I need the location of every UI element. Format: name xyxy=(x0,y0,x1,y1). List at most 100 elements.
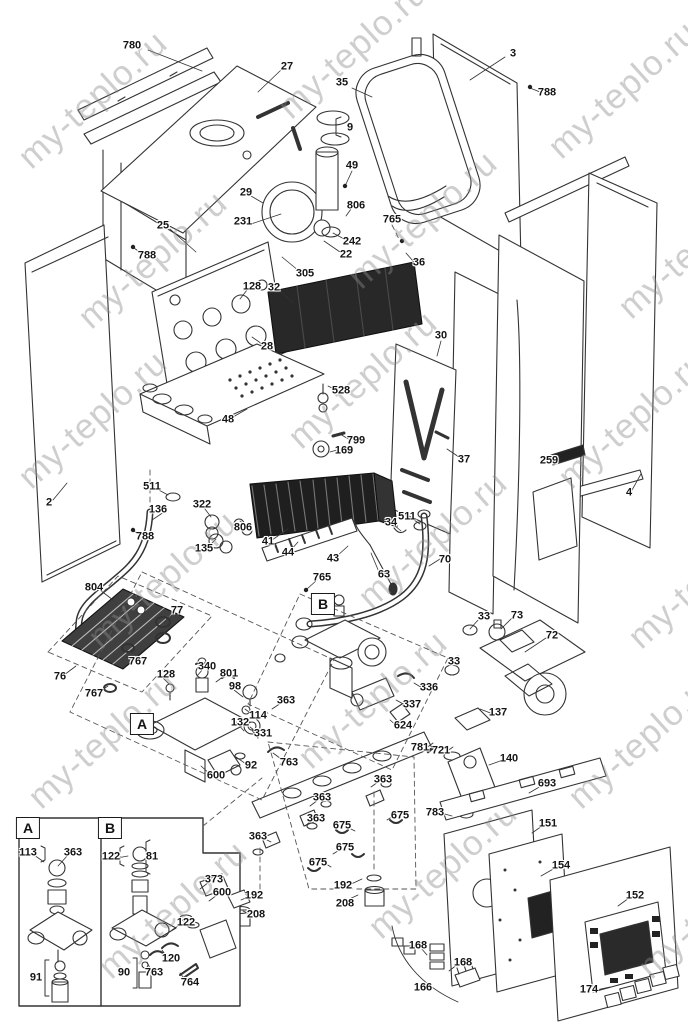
part-callout-763: 763 xyxy=(144,966,164,979)
part-callout-48: 48 xyxy=(221,413,235,426)
insulation-block xyxy=(267,261,423,355)
part-callout-804: 804 xyxy=(84,581,104,594)
part-callout-336: 336 xyxy=(419,681,439,694)
leader-lines xyxy=(33,49,642,991)
expansion-vessel xyxy=(355,37,481,225)
part-callout-363: 363 xyxy=(306,812,326,825)
air-duct-panel xyxy=(389,343,457,535)
part-callout-259: 259 xyxy=(539,454,559,467)
part-callout-166: 166 xyxy=(413,981,433,994)
part-callout-693: 693 xyxy=(537,777,557,790)
part-callout-81: 81 xyxy=(145,850,159,863)
part-callout-132: 132 xyxy=(230,716,250,729)
main-heat-exchanger xyxy=(249,472,398,562)
plate-heat-exchanger xyxy=(61,588,185,693)
part-callout-511: 511 xyxy=(398,510,416,523)
part-callout-70: 70 xyxy=(438,553,452,566)
part-callout-33: 33 xyxy=(477,610,491,623)
hydro-group-a xyxy=(135,657,285,783)
part-callout-788: 788 xyxy=(537,86,557,99)
part-callout-77: 77 xyxy=(170,604,184,617)
part-callout-151: 151 xyxy=(538,817,558,830)
part-callout-783: 783 xyxy=(425,806,445,819)
part-callout-767: 767 xyxy=(128,655,148,668)
part-callout-168: 168 xyxy=(408,939,428,952)
bracket-marks xyxy=(40,116,342,997)
part-callout-98: 98 xyxy=(228,680,242,693)
front-door-panel xyxy=(448,234,586,624)
part-callout-122: 122 xyxy=(176,916,196,929)
part-callout-113: 113 xyxy=(19,846,37,859)
pump xyxy=(444,619,586,716)
part-callout-30: 30 xyxy=(434,329,448,342)
part-callout-120: 120 xyxy=(161,952,181,965)
part-callout-363: 363 xyxy=(373,773,393,786)
terminal-blocks xyxy=(391,925,481,1003)
part-callout-174: 174 xyxy=(579,983,599,996)
part-callout-72: 72 xyxy=(545,629,559,642)
part-callout-91: 91 xyxy=(29,971,43,984)
left-side-panel xyxy=(24,224,121,583)
part-callout-373: 373 xyxy=(204,873,224,886)
part-callout-9: 9 xyxy=(346,121,354,134)
part-callout-322: 322 xyxy=(192,498,212,511)
part-callout-511: 511 xyxy=(143,480,161,493)
mounting-rail xyxy=(77,47,222,145)
part-callout-675: 675 xyxy=(390,809,410,822)
part-callout-152: 152 xyxy=(625,889,645,902)
part-callout-363: 363 xyxy=(248,830,268,843)
part-callout-764: 764 xyxy=(180,976,200,989)
part-callout-600: 600 xyxy=(206,769,226,782)
part-callout-781: 781 xyxy=(410,741,430,754)
part-callout-675: 675 xyxy=(332,819,352,832)
part-callout-192: 192 xyxy=(244,889,264,902)
part-callout-36: 36 xyxy=(412,256,426,269)
part-callout-137: 137 xyxy=(488,706,508,719)
part-callout-136: 136 xyxy=(148,503,168,516)
part-callout-76: 76 xyxy=(53,670,67,683)
part-callout-154: 154 xyxy=(551,859,571,872)
part-callout-135: 135 xyxy=(194,542,214,555)
part-callout-90: 90 xyxy=(117,966,131,979)
part-callout-363: 363 xyxy=(63,846,83,859)
section-marker-b: B xyxy=(97,817,123,839)
part-callout-806: 806 xyxy=(233,521,253,534)
part-callout-337: 337 xyxy=(402,698,422,711)
part-callout-169: 169 xyxy=(334,444,354,457)
part-callout-763: 763 xyxy=(279,756,299,769)
part-callout-29: 29 xyxy=(239,186,253,199)
small-fittings xyxy=(312,383,346,458)
part-callout-32: 32 xyxy=(267,281,281,294)
part-callout-806: 806 xyxy=(346,199,366,212)
part-callout-114: 114 xyxy=(249,709,267,722)
part-callout-4: 4 xyxy=(625,486,633,499)
part-callout-765: 765 xyxy=(312,571,332,584)
part-callout-168: 168 xyxy=(453,956,473,969)
part-callout-44: 44 xyxy=(281,546,295,559)
part-callout-780: 780 xyxy=(122,39,142,52)
hydro-group-b xyxy=(242,594,415,723)
part-callout-122: 122 xyxy=(101,850,121,863)
part-callout-721: 721 xyxy=(431,744,451,757)
part-callout-801: 801 xyxy=(219,667,239,680)
part-callout-27: 27 xyxy=(280,60,294,73)
part-callout-37: 37 xyxy=(457,453,471,466)
part-callout-528: 528 xyxy=(331,384,351,397)
part-callout-340: 340 xyxy=(197,660,217,673)
part-callout-675: 675 xyxy=(308,856,328,869)
part-callout-208: 208 xyxy=(246,908,266,921)
part-callout-208: 208 xyxy=(335,897,355,910)
section-marker-a: A xyxy=(15,817,41,839)
base-pan xyxy=(139,343,325,445)
part-callout-140: 140 xyxy=(499,752,519,765)
part-callout-600: 600 xyxy=(212,886,232,899)
part-callout-25: 25 xyxy=(156,219,170,232)
construction-lines xyxy=(47,224,449,893)
part-callout-624: 624 xyxy=(393,719,413,732)
section-marker-b: B xyxy=(310,593,336,615)
screw-marks xyxy=(130,84,533,593)
part-callout-43: 43 xyxy=(326,552,340,565)
part-callout-242: 242 xyxy=(342,235,362,248)
part-callout-2: 2 xyxy=(45,496,53,509)
